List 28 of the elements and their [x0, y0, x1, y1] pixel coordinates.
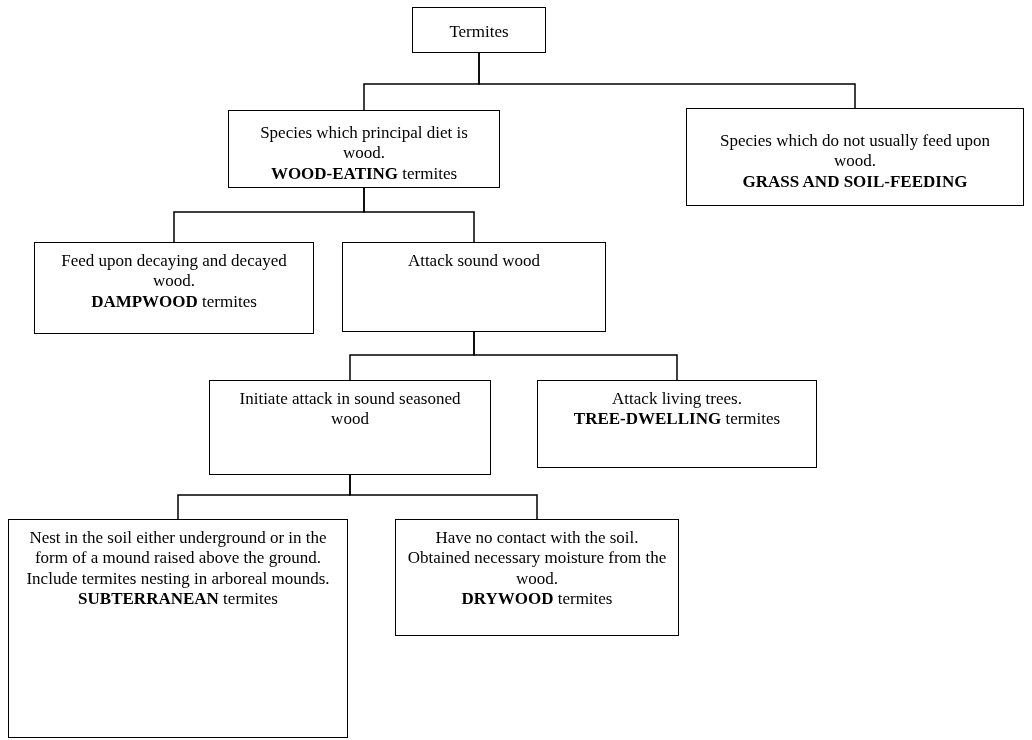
termite-type-text: DRYWOOD termites [461, 589, 613, 610]
category-box [342, 242, 606, 332]
category-box [412, 7, 546, 53]
termite-type-text: SUBTERRANEAN termites [78, 589, 278, 610]
category-box [537, 380, 817, 468]
box-text: Have no contact with the soil. Obtained necessary moisture from the wood. [406, 528, 668, 590]
box-text: Attack living trees. [612, 389, 742, 410]
connector-line [349, 474, 538, 520]
box-text: Initiate attack in sound seasoned wood [238, 389, 462, 430]
connector-line [473, 331, 678, 381]
box-text: Nest in the soil either underground or in the form of a mound raised above the ground. Include termites nesting in arboreal mounds. [25, 528, 331, 590]
category-box [34, 242, 314, 334]
box-text: Feed upon decaying and decayed wood. [60, 251, 288, 292]
category-box [395, 519, 679, 636]
box-text: Attack sound wood [407, 251, 541, 272]
termite-type-text: TREE-DWELLING termites [573, 409, 781, 430]
category-box [228, 110, 500, 188]
termite-type-text: GRASS AND SOIL-FEEDING [742, 171, 968, 193]
box-text: Termites [449, 22, 509, 43]
category-box [686, 108, 1024, 206]
termite-type-text: DAMPWOOD termites [91, 291, 257, 313]
category-box [209, 380, 491, 475]
box-text: Species which do not usually feed upon wood. [718, 131, 992, 172]
termite-type-text: WOOD-EATING termites [270, 163, 458, 185]
box-text: Species which principal diet is wood. [259, 123, 469, 164]
connector-line [478, 52, 856, 109]
category-box [8, 519, 348, 738]
connector-line [363, 187, 475, 243]
